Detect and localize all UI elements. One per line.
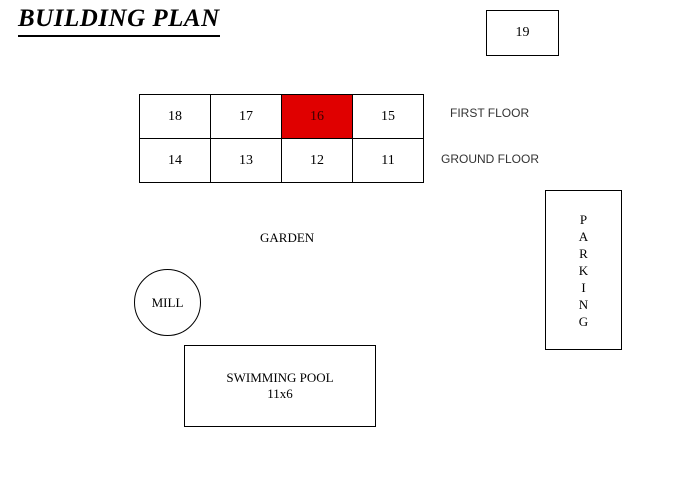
parking-letter: G [578, 313, 589, 329]
pool-size: 11x6 [267, 386, 293, 401]
room-label: 15 [381, 108, 395, 124]
room-16-highlighted: 16 [281, 94, 353, 139]
parking-letter: K [578, 262, 589, 278]
room-14: 14 [139, 138, 211, 183]
parking-letter: P [579, 211, 588, 227]
parking-letter: A [578, 228, 589, 244]
room-label: 13 [239, 152, 253, 168]
parking-letter: R [579, 245, 588, 261]
room-label: 16 [310, 108, 324, 124]
ground-floor-label: GROUND FLOOR [441, 152, 540, 166]
room-label: 18 [168, 108, 182, 124]
room-13: 13 [210, 138, 282, 183]
garden-label: GARDEN [260, 230, 315, 245]
room-label: 11 [381, 152, 395, 168]
mill-circle: MILL [134, 269, 201, 336]
pool-label: SWIMMING POOL [226, 370, 334, 385]
swimming-pool: SWIMMING POOL 11x6 [184, 345, 376, 427]
room-19: 19 [486, 10, 559, 56]
room-12: 12 [281, 138, 353, 183]
mill-label: MILL [151, 294, 184, 310]
room-17: 17 [210, 94, 282, 139]
first-floor-label: FIRST FLOOR [450, 106, 530, 120]
room-label: 12 [310, 152, 324, 168]
room-15: 15 [352, 94, 424, 139]
parking-letter: N [578, 296, 589, 312]
room-11: 11 [352, 138, 424, 183]
room-label: 14 [168, 152, 182, 168]
plan-title: BUILDING PLAN [18, 4, 220, 37]
parking-letter: I [581, 279, 586, 295]
room-label: 17 [239, 108, 253, 124]
room-19-label: 19 [515, 25, 530, 40]
room-18: 18 [139, 94, 211, 139]
